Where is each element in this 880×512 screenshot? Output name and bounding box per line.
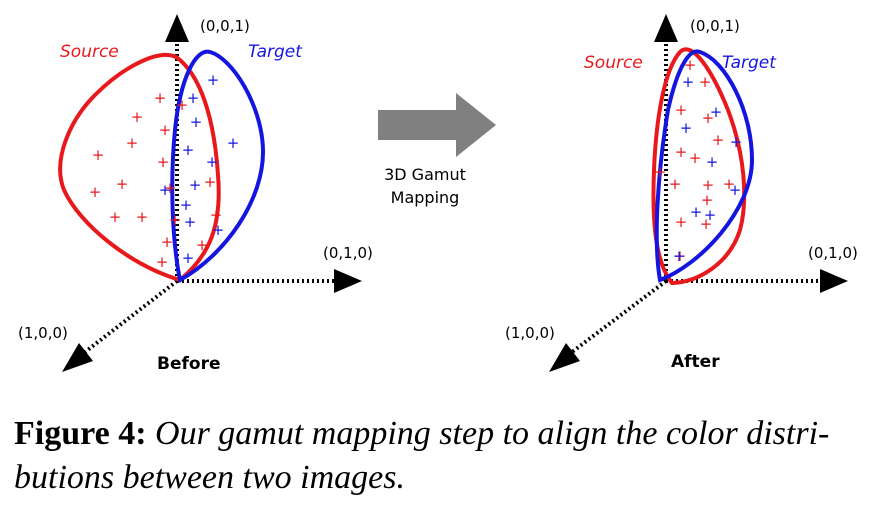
target-marker: + [227,134,240,152]
source-marker: + [723,175,736,193]
before-axis-x [83,279,179,354]
caption-text-line1: Our gamut mapping step to align the colo… [155,415,830,452]
source-marker: + [159,121,172,139]
target-marker: + [206,153,219,171]
source-marker: + [169,211,182,229]
source-marker: + [89,183,102,201]
target-marker: + [729,181,742,199]
target-marker: + [690,203,703,221]
target-marker: + [710,103,723,121]
after-axis-z-label: (0,0,1) [690,17,740,35]
after-axis-y-label: (0,1,0) [808,244,858,262]
after-panel: (0,0,1) (0,1,0) (1,0,0) Source Target ++… [505,14,858,372]
before-panel-title: Before [157,354,220,374]
figure-caption: Figure 4: Our gamut mapping step to alig… [14,412,869,500]
after-source-points: +++++++++++++++ [654,56,736,265]
source-marker: + [689,149,702,167]
after-axis-x-label: (1,0,0) [505,324,555,342]
source-marker: + [156,253,169,271]
after-panel-title: After [671,352,720,372]
after-source-label: Source [584,53,643,73]
target-marker: + [159,181,172,199]
source-marker: + [204,173,217,191]
source-marker: + [699,73,712,91]
mapping-arrow [378,93,496,157]
after-source-gamut [651,47,747,286]
before-axis-y-arrowhead [334,269,362,293]
before-axis-z-label: (0,0,1) [200,17,250,35]
source-marker: + [702,176,715,194]
after-target-gamut [654,49,755,283]
target-marker: + [680,119,693,137]
source-marker: + [712,131,725,149]
caption-lead: Figure 4: [14,415,147,452]
caption-text-line2: butions between two images. [14,459,405,496]
target-marker: + [187,89,200,107]
before-source-label: Source [60,42,119,62]
source-marker: + [131,108,144,126]
before-axis-z-arrowhead [165,14,189,42]
after-axis-z-arrowhead [654,14,678,42]
source-marker: + [116,175,129,193]
source-marker: + [675,143,688,161]
target-marker: + [189,176,202,194]
before-target-gamut [170,49,266,284]
before-source-points: ++++++++++++++++++ [89,89,223,271]
after-axis-x [570,279,668,354]
source-marker: + [700,215,713,233]
target-marker: + [704,206,717,224]
mapping-transition: 3D Gamut Mapping [378,93,496,207]
after-axis-x-arrowhead [549,343,580,372]
mapping-label-line1: 3D Gamut [384,165,466,184]
target-marker: + [182,249,195,267]
gamut-mapping-diagram: (0,0,1) (0,1,0) (1,0,0) Source Target ++… [18,14,858,374]
source-marker: + [176,96,189,114]
after-axis-y-arrowhead [820,269,848,293]
before-target-points: ++++++++++++ [159,71,240,267]
after-target-label: Target [722,53,777,73]
target-marker: + [682,73,695,91]
source-marker: + [674,247,687,265]
before-axis-y-label: (0,1,0) [323,244,373,262]
source-marker: + [154,89,167,107]
target-marker: + [207,71,220,89]
before-target-label: Target [248,42,303,62]
target-marker: + [184,213,197,231]
source-marker: + [126,134,139,152]
target-marker: + [180,196,193,214]
target-marker: + [706,153,719,171]
source-marker: + [109,208,122,226]
source-marker: + [161,233,174,251]
source-marker: + [675,213,688,231]
target-marker: + [212,221,225,239]
source-marker: + [92,146,105,164]
target-marker: + [190,113,203,131]
target-marker: + [673,247,686,265]
before-source-gamut [58,53,221,283]
source-marker: + [164,179,177,197]
target-marker: + [182,141,195,159]
source-marker: + [669,175,682,193]
before-axis-x-arrowhead [62,343,93,372]
source-marker: + [157,153,170,171]
target-marker: + [730,133,743,151]
source-marker: + [654,163,667,181]
source-marker: + [196,236,209,254]
source-marker: + [684,56,697,74]
source-marker: + [210,206,223,224]
before-axis-x-label: (1,0,0) [18,324,68,342]
source-marker: + [702,109,715,127]
after-target-points: +++++++++ [673,73,743,265]
source-marker: + [136,208,149,226]
source-marker: + [675,101,688,119]
before-panel: (0,0,1) (0,1,0) (1,0,0) Source Target ++… [18,14,373,374]
source-marker: + [701,191,714,209]
mapping-label-line2: Mapping [391,188,460,207]
